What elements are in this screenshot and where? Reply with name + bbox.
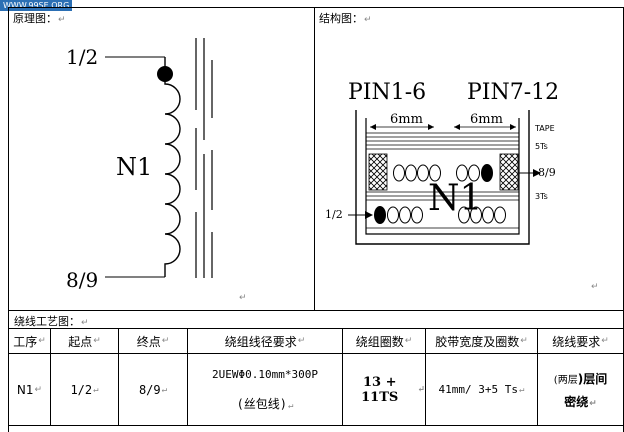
cell-start: 1/2↵ [70, 382, 99, 397]
margin-tape-right [499, 153, 519, 191]
header-wire-spec: 绕组线径要求↵ [224, 334, 306, 349]
ts-top-label: 5Ts [535, 142, 548, 151]
cell-tape: 41mm/ 3+5 Ts↵ [438, 383, 525, 396]
structure-title: 结构图：↵ [319, 12, 372, 25]
col-sep-1 [50, 328, 51, 425]
header-start: 起点↵ [68, 334, 101, 349]
dim-right: 6mm [470, 112, 503, 127]
header-end: 终点↵ [136, 334, 170, 349]
tape-layers-top [366, 132, 519, 150]
lower-winding-layer [387, 206, 506, 224]
pin-right-label: PIN7-12 [467, 80, 560, 105]
end-arrow [533, 169, 541, 177]
data-row-bottom [8, 425, 624, 426]
paragraph-mark: ↵ [591, 282, 599, 292]
cell-wire-spec: 2UEWΦ0.10mm*300P (丝包线)↵ [212, 367, 318, 411]
header-step: 工序↵ [13, 334, 46, 349]
header-winding-req: 绕线要求↵ [552, 334, 609, 349]
col-sep-5 [425, 328, 426, 425]
tape-layers-middle [366, 191, 519, 201]
cell-step: N1↵ [16, 382, 43, 397]
watermark-badge: WWW.99SE.ORG [0, 0, 73, 11]
col-sep-6 [537, 328, 538, 425]
core-lines [195, 38, 213, 278]
dim-left: 6mm [390, 112, 423, 127]
diagram-divider [314, 7, 315, 310]
upper-winding-layer [393, 164, 480, 182]
ts-mid-label: 3Ts [535, 192, 548, 201]
col-sep-2 [118, 328, 119, 425]
schematic-title: 原理图：↵ [13, 12, 66, 25]
paragraph-mark: ↵ [239, 293, 247, 303]
header-row-top [8, 328, 624, 329]
start-arrow [365, 211, 373, 219]
cell-turns: 13 + 11TS↵ [361, 374, 425, 405]
polarity-dot-lower [374, 206, 386, 224]
tape-label: TAPE [535, 124, 555, 133]
cell-winding-req: (两层)层间 密绕↵ [553, 371, 608, 409]
schematic-winding-label: N1 [116, 153, 153, 181]
col-sep-4 [342, 328, 343, 425]
table-left-border [8, 7, 9, 432]
header-turns: 绕组圈数↵ [355, 334, 413, 349]
table-top-border [8, 7, 624, 8]
col-sep-3 [187, 328, 188, 425]
process-title: 绕线工艺图：↵ [14, 315, 89, 328]
schematic-pin-bottom: 8/9 [66, 268, 99, 292]
pin-left-label: PIN1-6 [348, 80, 427, 105]
polarity-dot-upper [481, 164, 493, 182]
start-pin-label: 1/2 [325, 208, 343, 221]
bobbin-inner [365, 118, 520, 235]
bobbin-outer [355, 110, 530, 245]
section-divider [8, 310, 624, 311]
ts-right-pin: 8/9 [538, 166, 556, 179]
cell-end: 8/9↵ [138, 382, 168, 397]
winding-coil [164, 57, 181, 277]
schematic-diagram [105, 38, 213, 278]
margin-tape-left [368, 153, 388, 191]
header-tape: 胶带宽度及圈数↵ [435, 334, 528, 349]
structure-winding-label: N1 [428, 178, 483, 219]
structure-diagram [348, 110, 541, 245]
schematic-pin-top: 1/2 [66, 45, 99, 69]
header-row-bottom [8, 353, 624, 354]
